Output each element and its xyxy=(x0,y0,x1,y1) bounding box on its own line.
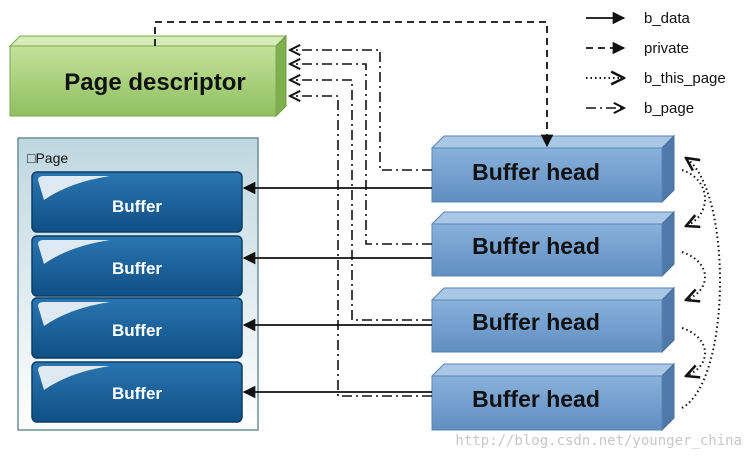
legend-item-b-page: b_page xyxy=(586,100,694,117)
page-label: □Page xyxy=(27,150,68,166)
legend-item-b-data: b_data xyxy=(586,10,691,27)
b-this-page-arrow xyxy=(681,158,721,409)
b-page-arrow xyxy=(290,80,432,321)
buffer-head-label: Buffer head xyxy=(472,386,600,412)
b-page-arrows xyxy=(290,50,432,397)
page-descriptor-box: Page descriptor xyxy=(8,34,288,118)
page-descriptor-label: Page descriptor xyxy=(64,69,245,96)
b-this-page-arrow xyxy=(681,327,706,376)
buffer-block: Buffer xyxy=(31,171,243,233)
b-this-page-arrows xyxy=(681,158,721,409)
buffer-head-label: Buffer head xyxy=(472,233,600,259)
b-page-arrow xyxy=(290,50,432,171)
buffer-head-label: Buffer head xyxy=(472,309,600,335)
buffer-block: Buffer xyxy=(31,361,243,423)
buffer-block: Buffer xyxy=(31,297,243,359)
buffer-block: Buffer xyxy=(31,235,243,297)
buffer-label: Buffer xyxy=(112,384,162,403)
b-this-page-arrow xyxy=(681,169,706,226)
legend-label: b_data xyxy=(644,10,691,27)
legend-item-b-this-page: b_this_page xyxy=(586,70,726,87)
buffer-head-label: Buffer head xyxy=(472,159,600,185)
legend-label: private xyxy=(644,40,689,57)
buffer-head-box: Buffer head xyxy=(430,134,676,204)
buffer-label: Buffer xyxy=(112,259,162,278)
buffer-label: Buffer xyxy=(112,321,162,340)
buffer-head-box: Buffer head xyxy=(430,362,676,432)
buffer-label: Buffer xyxy=(112,197,162,216)
b-page-arrow xyxy=(290,96,432,397)
buffer-head-box: Buffer head xyxy=(430,286,676,354)
b-page-arrow xyxy=(290,64,432,245)
private-arrow xyxy=(154,21,554,148)
legend-label: b_page xyxy=(644,100,694,117)
legend-label: b_this_page xyxy=(644,70,726,87)
legend: b_data private b_this_page b_page xyxy=(586,10,726,117)
buffer-head-box: Buffer head xyxy=(430,210,676,278)
watermark: http://blog.csdn.net/younger_china xyxy=(455,433,742,449)
legend-item-private: private xyxy=(586,40,689,57)
b-this-page-arrow xyxy=(681,251,706,300)
